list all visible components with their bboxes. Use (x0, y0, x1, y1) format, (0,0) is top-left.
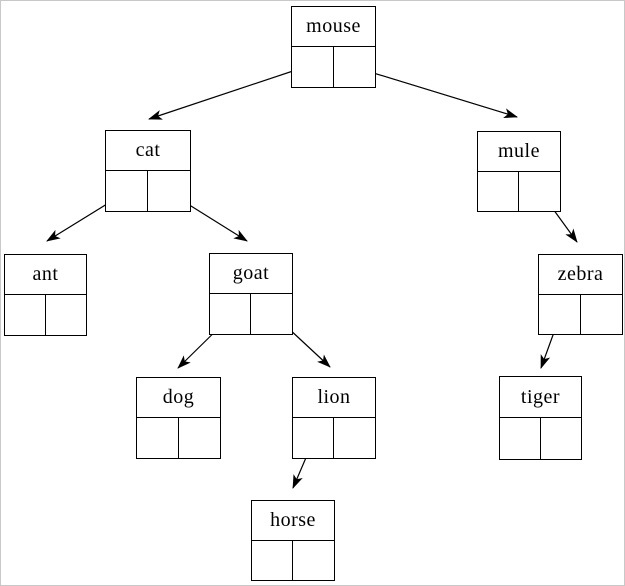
node-label: mule (478, 132, 560, 172)
tree-node-mule: mule (477, 131, 561, 212)
left-pointer-cell (252, 540, 293, 580)
right-pointer-cell (148, 171, 190, 211)
left-pointer-cell (292, 47, 334, 87)
right-pointer-cell (541, 418, 582, 459)
pointer-cells (500, 418, 581, 459)
tree-node-ant: ant (4, 254, 87, 336)
tree-node-horse: horse (251, 500, 335, 581)
pointer-cells (210, 294, 292, 334)
pointer-cells (293, 418, 375, 458)
node-label: lion (293, 378, 375, 418)
pointer-cells (292, 47, 375, 87)
left-pointer-cell (500, 418, 541, 459)
pointer-cells (5, 295, 86, 335)
right-pointer-cell (251, 294, 292, 334)
pointer-cells (252, 540, 334, 581)
left-pointer-cell (539, 294, 581, 334)
node-label: cat (106, 131, 190, 171)
pointer-cells (478, 171, 560, 212)
left-pointer-cell (293, 418, 334, 458)
pointer-cells (539, 294, 623, 335)
tree-node-dog: dog (136, 377, 221, 459)
right-pointer-cell (334, 47, 376, 87)
node-label: dog (137, 378, 220, 418)
node-label: zebra (539, 255, 622, 295)
tree-node-cat: cat (105, 130, 191, 212)
tree-node-mouse: mouse (291, 6, 376, 88)
node-label: mouse (292, 7, 375, 47)
node-label: tiger (500, 377, 581, 418)
tree-node-lion: lion (292, 377, 376, 459)
pointer-cells (106, 171, 190, 211)
left-pointer-cell (478, 171, 519, 211)
right-pointer-cell (293, 541, 334, 581)
tree-node-goat: goat (209, 253, 293, 335)
left-pointer-cell (5, 295, 46, 335)
node-label: ant (5, 255, 86, 295)
pointer-cells (137, 418, 220, 458)
right-pointer-cell (46, 295, 87, 335)
node-label: goat (210, 254, 292, 294)
edge-mouse-cat (148, 64, 312, 120)
right-pointer-cell (334, 418, 375, 458)
left-pointer-cell (210, 294, 251, 334)
left-pointer-cell (137, 418, 179, 458)
right-pointer-cell (519, 172, 560, 212)
right-pointer-cell (581, 295, 623, 335)
right-pointer-cell (179, 418, 221, 458)
tree-node-tiger: tiger (499, 376, 582, 460)
node-label: horse (252, 501, 334, 541)
edge-mouse-mule (353, 66, 518, 118)
tree-node-zebra: zebra (538, 254, 623, 335)
left-pointer-cell (106, 171, 148, 211)
